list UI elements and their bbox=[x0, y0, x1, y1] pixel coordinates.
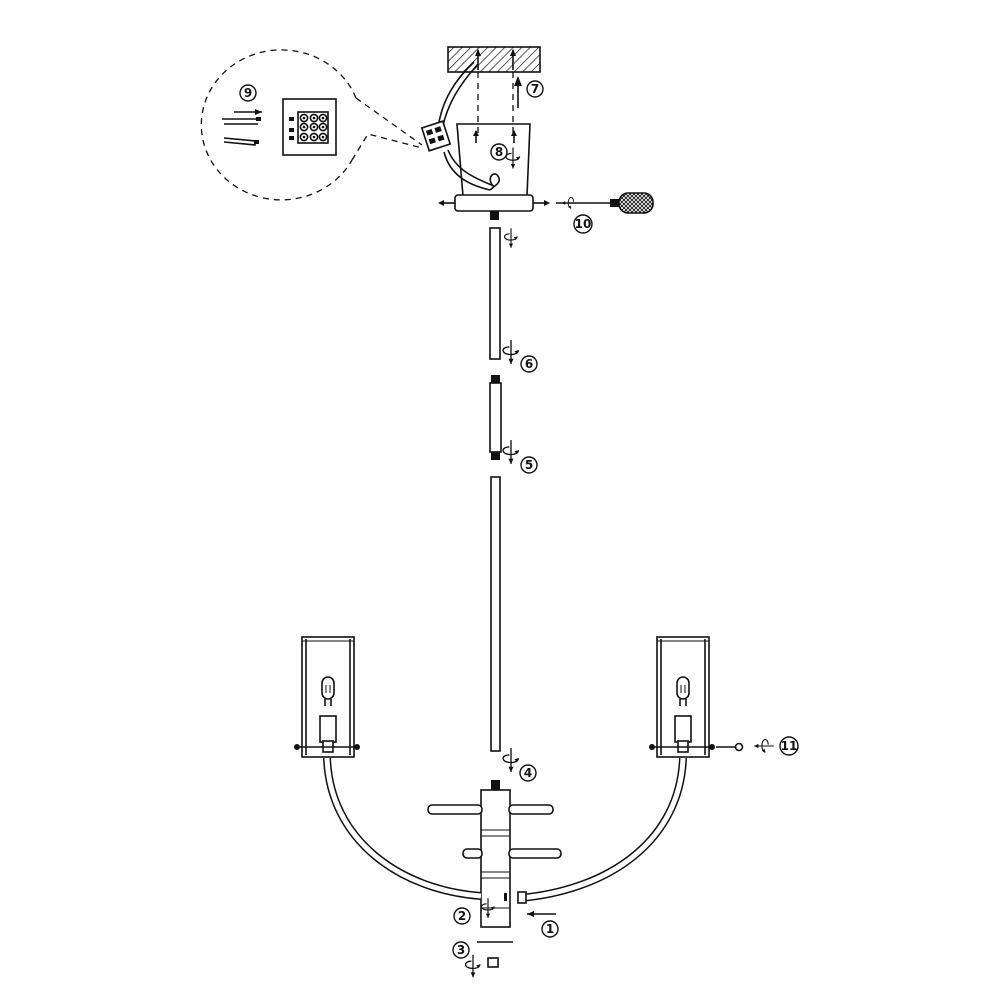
step-1-label: 1 bbox=[546, 922, 554, 936]
terminal-block-icon bbox=[420, 120, 452, 152]
step-2-label: 2 bbox=[458, 909, 466, 923]
shade-fixing-screw bbox=[716, 742, 744, 752]
right-arm bbox=[517, 757, 687, 904]
step-3-marker: 3 bbox=[452, 941, 470, 959]
terminal-block-detail bbox=[282, 98, 337, 156]
step-6-marker: 6 bbox=[520, 355, 538, 373]
rotate-arrow-icon bbox=[561, 196, 579, 209]
step-11-marker: 11 bbox=[779, 736, 799, 756]
step-9-marker: 9 bbox=[239, 84, 257, 102]
wire-ends bbox=[222, 117, 261, 146]
bulb-icon bbox=[676, 676, 690, 706]
insert-arm-arrow bbox=[527, 911, 556, 917]
canopy-wires bbox=[443, 149, 501, 191]
step-2-marker: 2 bbox=[453, 907, 471, 925]
step-7-label: 7 bbox=[531, 82, 539, 96]
step-9-label: 9 bbox=[244, 86, 252, 100]
step-4-label: 4 bbox=[524, 766, 532, 780]
wiring-detail-callout bbox=[200, 49, 423, 201]
wire-insert-arrow bbox=[234, 109, 262, 115]
step-6-label: 6 bbox=[525, 357, 533, 371]
bulb-icon bbox=[321, 676, 335, 706]
rotate-arrow-icon bbox=[753, 738, 775, 753]
step-3-label: 3 bbox=[457, 943, 465, 957]
step-5-label: 5 bbox=[525, 458, 533, 472]
step-5-marker: 5 bbox=[520, 456, 538, 474]
rotate-arrow-icon bbox=[503, 227, 518, 249]
step-7-marker: 7 bbox=[526, 80, 544, 98]
lower-rod bbox=[490, 476, 501, 752]
rotate-arrow-icon bbox=[502, 439, 520, 465]
step-8-label: 8 bbox=[495, 145, 503, 159]
step-4-marker: 4 bbox=[519, 764, 537, 782]
central-hub bbox=[480, 780, 511, 928]
rotate-arrow-icon bbox=[502, 339, 520, 365]
hub-arm-pegs bbox=[427, 804, 562, 859]
right-lampholder bbox=[649, 715, 715, 753]
ceiling-block bbox=[447, 46, 541, 73]
step-8-marker: 8 bbox=[490, 143, 508, 161]
left-arm bbox=[323, 757, 482, 900]
left-lampholder bbox=[294, 715, 360, 753]
ceiling-screws bbox=[473, 49, 517, 143]
ceiling-canopy bbox=[438, 123, 550, 220]
step-11-label: 11 bbox=[781, 739, 798, 753]
rotate-arrow-icon bbox=[464, 954, 481, 978]
upper-rod bbox=[489, 227, 501, 360]
step-10-label: 10 bbox=[575, 217, 592, 231]
rotate-arrow-icon bbox=[502, 747, 520, 773]
rod-connector bbox=[489, 375, 502, 460]
rotate-arrow-icon bbox=[505, 146, 521, 170]
screwdriver-icon bbox=[556, 192, 654, 214]
bottom-cap bbox=[477, 941, 513, 968]
step-10-marker: 10 bbox=[573, 214, 593, 234]
mount-up-arrow bbox=[514, 76, 522, 108]
step-1-marker: 1 bbox=[541, 920, 559, 938]
